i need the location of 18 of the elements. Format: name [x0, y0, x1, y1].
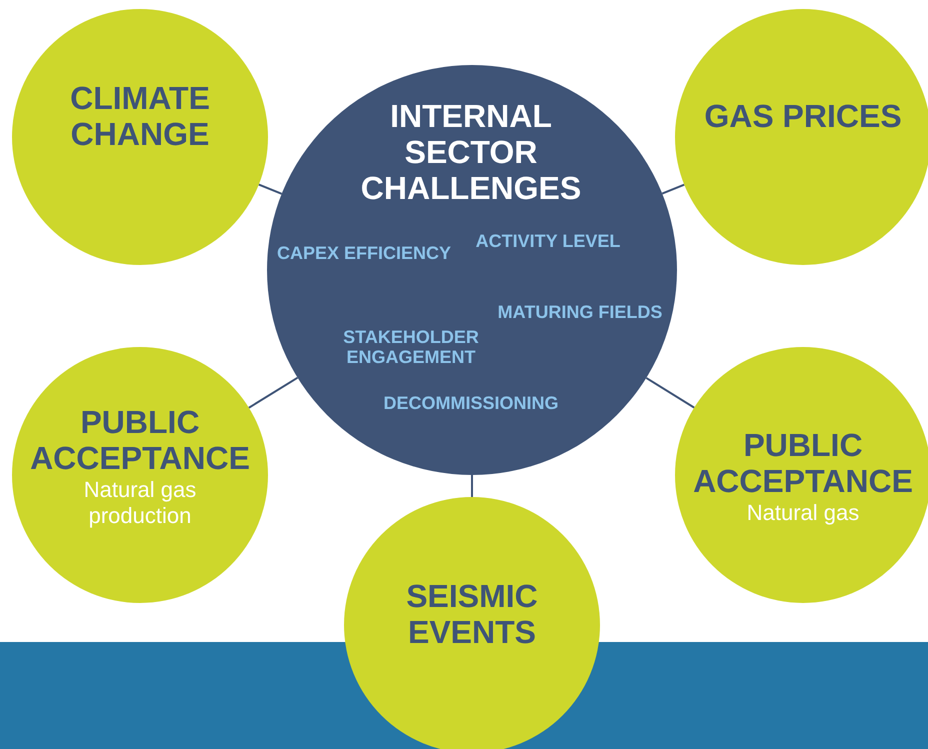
- topic-title: GAS PRICES: [703, 99, 903, 135]
- connector-line: [646, 377, 695, 408]
- center-title: INTERNAL SECTOR CHALLENGES: [360, 99, 582, 206]
- topic-subtitle: Natural gas production: [82, 476, 198, 530]
- challenge-label: ACTIVITY LEVEL: [476, 231, 620, 252]
- challenge-label: STAKEHOLDER ENGAGEMENT: [342, 327, 480, 368]
- topic-title: PUBLIC ACCEPTANCE: [692, 428, 914, 500]
- topic-title: CLIMATE CHANGE: [69, 81, 211, 153]
- connector-line: [471, 475, 473, 497]
- topic-subtitle: Natural gas: [746, 500, 860, 526]
- connector-line: [248, 376, 298, 409]
- topic-title: SEISMIC EVENTS: [405, 579, 539, 651]
- challenge-label: MATURING FIELDS: [498, 302, 662, 322]
- connector-line: [662, 184, 685, 194]
- challenge-label: CAPEX EFFICIENCY: [276, 243, 452, 264]
- challenge-label: DECOMMISSIONING: [384, 393, 558, 414]
- topic-title: PUBLIC ACCEPTANCE: [29, 404, 251, 476]
- connector-line: [258, 184, 282, 195]
